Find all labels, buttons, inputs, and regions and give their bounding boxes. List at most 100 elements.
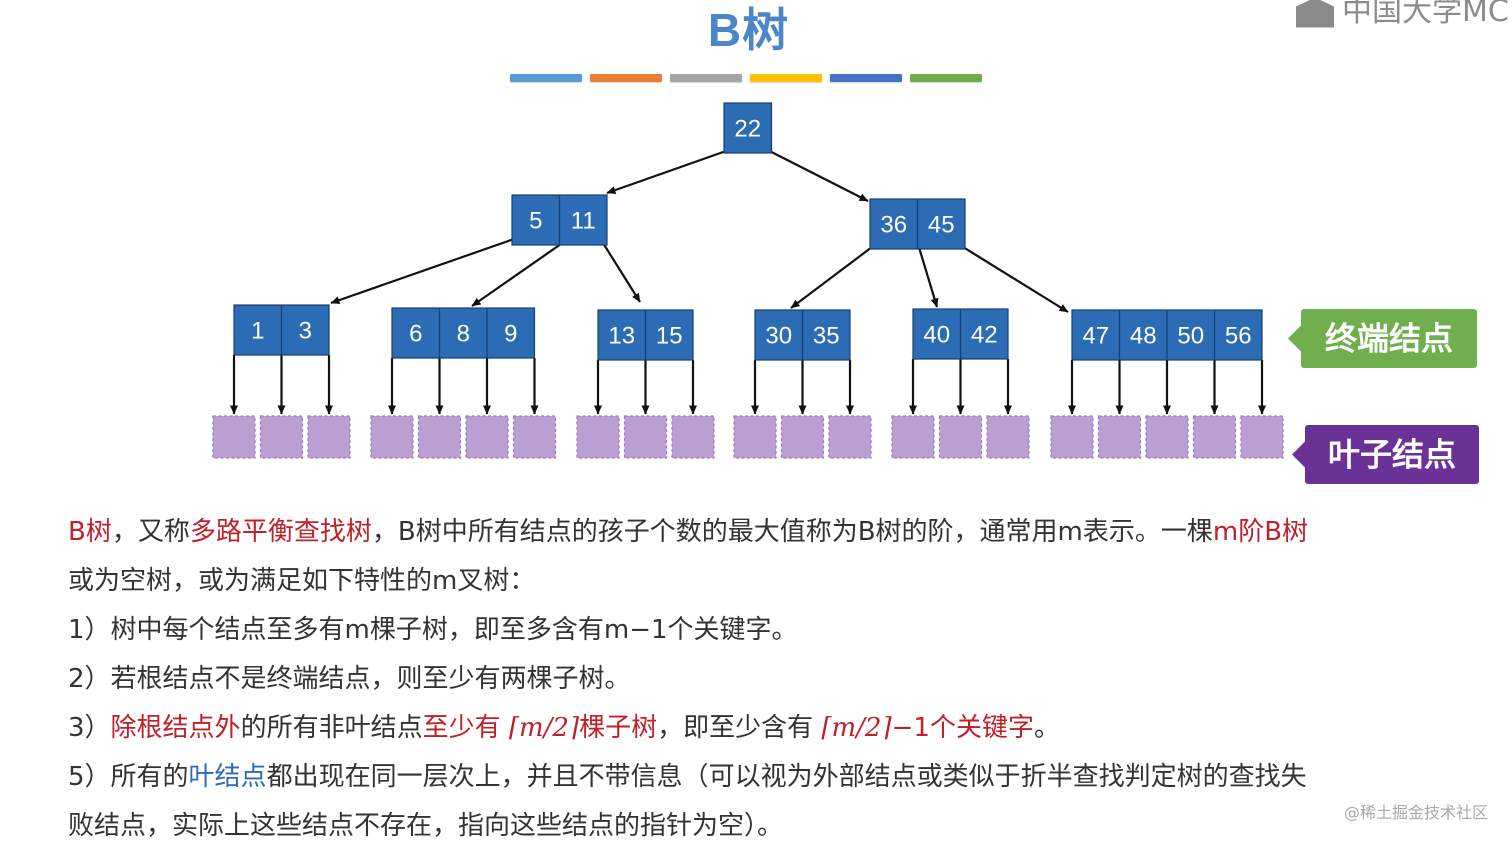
pointer-arrow <box>790 246 873 309</box>
leaf-node <box>307 415 351 459</box>
terminal-node-label-box <box>1301 309 1477 368</box>
tree-key: 22 <box>734 116 761 143</box>
description-segment: m阶B树 <box>1212 517 1309 547</box>
leaf-node-label: 叶子结点 <box>1292 425 1479 484</box>
description-segment: ⌈m/2⌉ <box>508 713 580 743</box>
stripe-segment <box>750 74 822 82</box>
description-segment: 多路平衡查找树 <box>189 517 372 547</box>
pointer-arrow <box>602 242 641 303</box>
description-segment: −1个关键字 <box>891 713 1034 743</box>
leaf-node <box>259 415 304 459</box>
description-segment: 2）若根结点不是终端结点，则至少有两棵子树。 <box>68 664 631 694</box>
tree-key: 30 <box>765 323 792 350</box>
pointer-arrow <box>769 150 869 202</box>
tree-key: 8 <box>457 321 470 348</box>
leaf-node <box>623 415 668 459</box>
description-segment: 的所有非叶结点 <box>240 713 423 743</box>
tree-key: 36 <box>880 212 907 239</box>
stripe-segment <box>670 74 742 82</box>
brand-logo-text: 中国大学MC <box>1342 0 1509 28</box>
leaf-node <box>370 415 414 459</box>
description: B树，又称多路平衡查找树，B树中所有结点的孩子个数的最大值称为B树的阶，通常用m… <box>68 508 1488 851</box>
tree-key: 11 <box>571 208 596 235</box>
leaf-node <box>891 415 935 459</box>
tree-key: 48 <box>1130 323 1157 350</box>
tree-key: 35 <box>813 323 840 350</box>
leaf-node <box>417 415 462 459</box>
description-segment: 3） <box>68 713 111 743</box>
watermark: @稀土掘金技术社区 <box>1343 803 1488 822</box>
description-segment: 或为空树，或为满足如下特性的m叉树： <box>68 566 536 596</box>
leaf-node <box>1192 415 1237 459</box>
leaf-node <box>986 415 1030 459</box>
description-segment: 败结点，实际上这些结点不存在，指向这些结点的指针为空）。 <box>68 811 784 841</box>
leaf-node <box>465 415 509 459</box>
tree-key: 47 <box>1082 323 1109 350</box>
tree-key: 40 <box>923 322 950 349</box>
pointer-arrow <box>962 246 1069 313</box>
description-line: 5）所有的叶结点都出现在同一层次上，并且不带信息（可以视为外部结点或类似于折半查… <box>68 753 1488 802</box>
tree-key: 9 <box>504 321 517 348</box>
tree-key: 1 <box>251 318 264 345</box>
leaf-node <box>212 415 256 459</box>
stripe-segment <box>910 74 982 82</box>
leaf-node <box>576 415 620 459</box>
stripe-segment <box>510 74 582 82</box>
description-segment: B树 <box>68 517 112 547</box>
pointer-arrow <box>918 248 939 308</box>
tree-key: 6 <box>409 321 422 348</box>
description-segment: 至少有 <box>422 713 509 743</box>
tree-node: 5 11 <box>511 194 608 246</box>
description-segment: ，即至少含有 <box>657 713 822 743</box>
stripe-segment <box>830 74 902 82</box>
pointer-arrow <box>330 237 515 305</box>
description-segment: 除根结点外 <box>110 713 241 743</box>
leaf-node <box>733 415 777 459</box>
description-line: 1）树中每个结点至多有m棵子树，即至多含有m−1个关键字。 <box>68 606 1488 655</box>
description-segment: 叶结点 <box>188 762 267 792</box>
leaf-node-label-box <box>1305 425 1479 484</box>
description-segment: 1）树中每个结点至多有m棵子树，即至多含有m−1个关键字。 <box>68 615 798 645</box>
tree-key: 50 <box>1177 323 1204 350</box>
description-segment: ，B树中所有结点的孩子个数的最大值称为B树的阶，通常用m表示。一棵 <box>371 517 1213 547</box>
description-segment: ，又称 <box>111 517 190 547</box>
tree-node: 47 48 50 56 <box>1071 309 1263 361</box>
pointer-arrow <box>471 244 561 307</box>
leaf-node-label-pointer <box>1292 441 1305 468</box>
description-line: 或为空树，或为满足如下特性的m叉树： <box>68 557 1488 606</box>
stripe-segment <box>590 74 662 82</box>
description-segment: 5）所有的 <box>68 762 189 792</box>
description-segment: 。 <box>1033 713 1060 743</box>
leaf-node <box>1145 415 1189 459</box>
tree-node: 6 8 9 <box>391 307 536 359</box>
leaf-node <box>1240 415 1284 459</box>
leaf-node <box>1050 415 1094 459</box>
leaf-node <box>512 415 557 459</box>
tree-node: 22 <box>723 102 773 154</box>
tree-key: 5 <box>529 208 542 235</box>
description-segment: ⌈m/2⌉ <box>821 713 892 743</box>
slide-title: B树 <box>707 4 790 56</box>
terminal-node-label-pointer <box>1288 325 1301 352</box>
brand-logo: 中国大学MC <box>1296 0 1512 28</box>
tree-node-box <box>723 102 773 154</box>
terminal-node-label-text: 终端结点 <box>1325 320 1453 358</box>
leaf-node-label-text: 叶子结点 <box>1328 436 1456 474</box>
description-segment: 棵子树 <box>579 713 658 743</box>
description-line: B树，又称多路平衡查找树，B树中所有结点的孩子个数的最大值称为B树的阶，通常用m… <box>68 508 1488 557</box>
tree-node: 13 15 <box>597 309 694 361</box>
tree-key: 56 <box>1225 323 1252 350</box>
brand-logo-icon <box>1296 0 1334 28</box>
tree-key: 3 <box>299 318 312 345</box>
leaf-node <box>828 415 872 459</box>
description-line: 3）除根结点外的所有非叶结点至少有 ⌈m/2⌉棵子树，即至少含有 ⌈m/2⌉−1… <box>68 704 1488 753</box>
description-line: 败结点，实际上这些结点不存在，指向这些结点的指针为空）。 <box>68 802 1488 851</box>
tree-node-box <box>391 307 536 359</box>
leaf-node <box>780 415 825 459</box>
tree-key: 13 <box>608 323 635 350</box>
tree-key: 15 <box>656 323 683 350</box>
